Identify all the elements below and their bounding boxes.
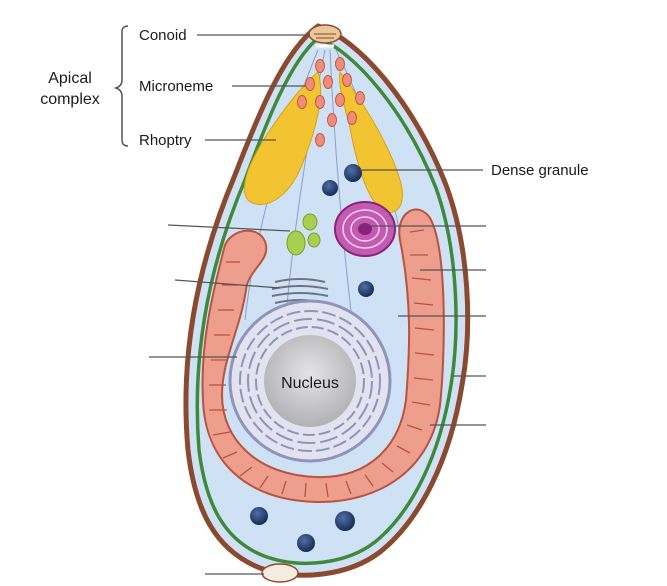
micropore-icon: [261, 563, 299, 583]
rhoptry-label: Rhoptry: [139, 132, 192, 149]
golgi-body-icon: [334, 201, 396, 257]
apicoplast-icon: [286, 213, 321, 256]
conoid-icon: [308, 24, 342, 48]
dense-granules: [250, 164, 374, 552]
microneme-label: Microneme: [139, 78, 213, 95]
apical-complex-label-line2: complex: [40, 91, 100, 108]
mitochondrion-icon: [201, 208, 445, 504]
mitochondrion-cristae: [209, 229, 435, 498]
nucleus-icon: [228, 299, 392, 463]
apicoplast-leader: [167, 224, 291, 232]
leader-lines: [149, 34, 486, 575]
nucleus-label: Nucleus: [281, 375, 339, 392]
apical-complex-bracket: [113, 25, 129, 147]
micronemes: [297, 57, 365, 147]
dense-granule-label: Dense granule: [491, 162, 589, 179]
conoid-label: Conoid: [139, 27, 187, 44]
inner-membrane-complex: [195, 35, 458, 566]
er-leader: [174, 279, 281, 289]
apical-complex-label-line1: Apical: [48, 70, 92, 87]
